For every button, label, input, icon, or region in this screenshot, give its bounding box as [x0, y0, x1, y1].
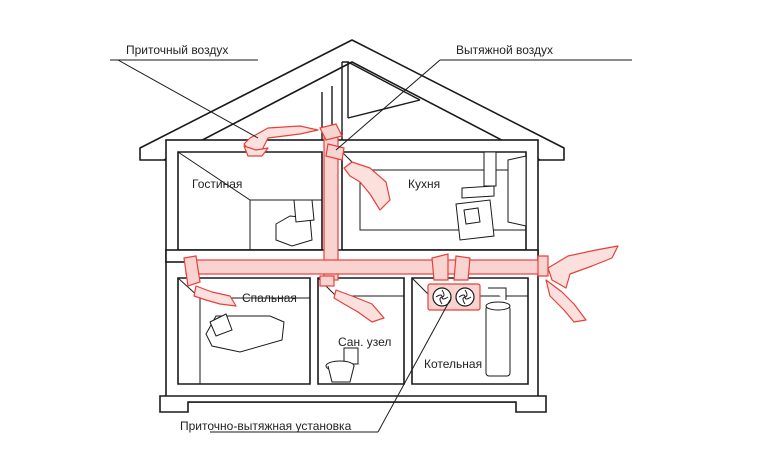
armchair — [275, 199, 315, 247]
label-boiler-room: Котельная — [424, 357, 482, 371]
arrow-bathroom-exhaust — [333, 289, 385, 323]
leader-lines — [110, 59, 632, 433]
arrow-outside-out — [545, 279, 587, 323]
label-ventilation-unit: Приточно-вытяжная установка — [180, 419, 352, 433]
label-exhaust-air: Вытяжной воздух — [456, 43, 553, 57]
label-living-room: Гостиная — [192, 177, 242, 191]
duct-system — [183, 123, 549, 287]
bed — [205, 313, 285, 353]
kitchen-appliances — [455, 151, 527, 241]
toilet — [325, 347, 359, 383]
arrow-bedroom-supply — [193, 285, 237, 307]
label-supply-air: Приточный воздух — [126, 43, 228, 57]
label-kitchen: Кухня — [408, 177, 440, 191]
ventilation-unit — [427, 283, 481, 311]
arrow-outside-in — [547, 245, 619, 289]
fan-icon — [435, 289, 472, 305]
boiler — [485, 287, 511, 377]
label-bedroom: Спальная — [242, 291, 297, 305]
airflow-arrows — [193, 125, 619, 323]
arrow-kitchen-exhaust — [343, 161, 391, 211]
label-bathroom: Сан. узел — [338, 335, 391, 349]
arrow-living-supply — [243, 145, 269, 157]
